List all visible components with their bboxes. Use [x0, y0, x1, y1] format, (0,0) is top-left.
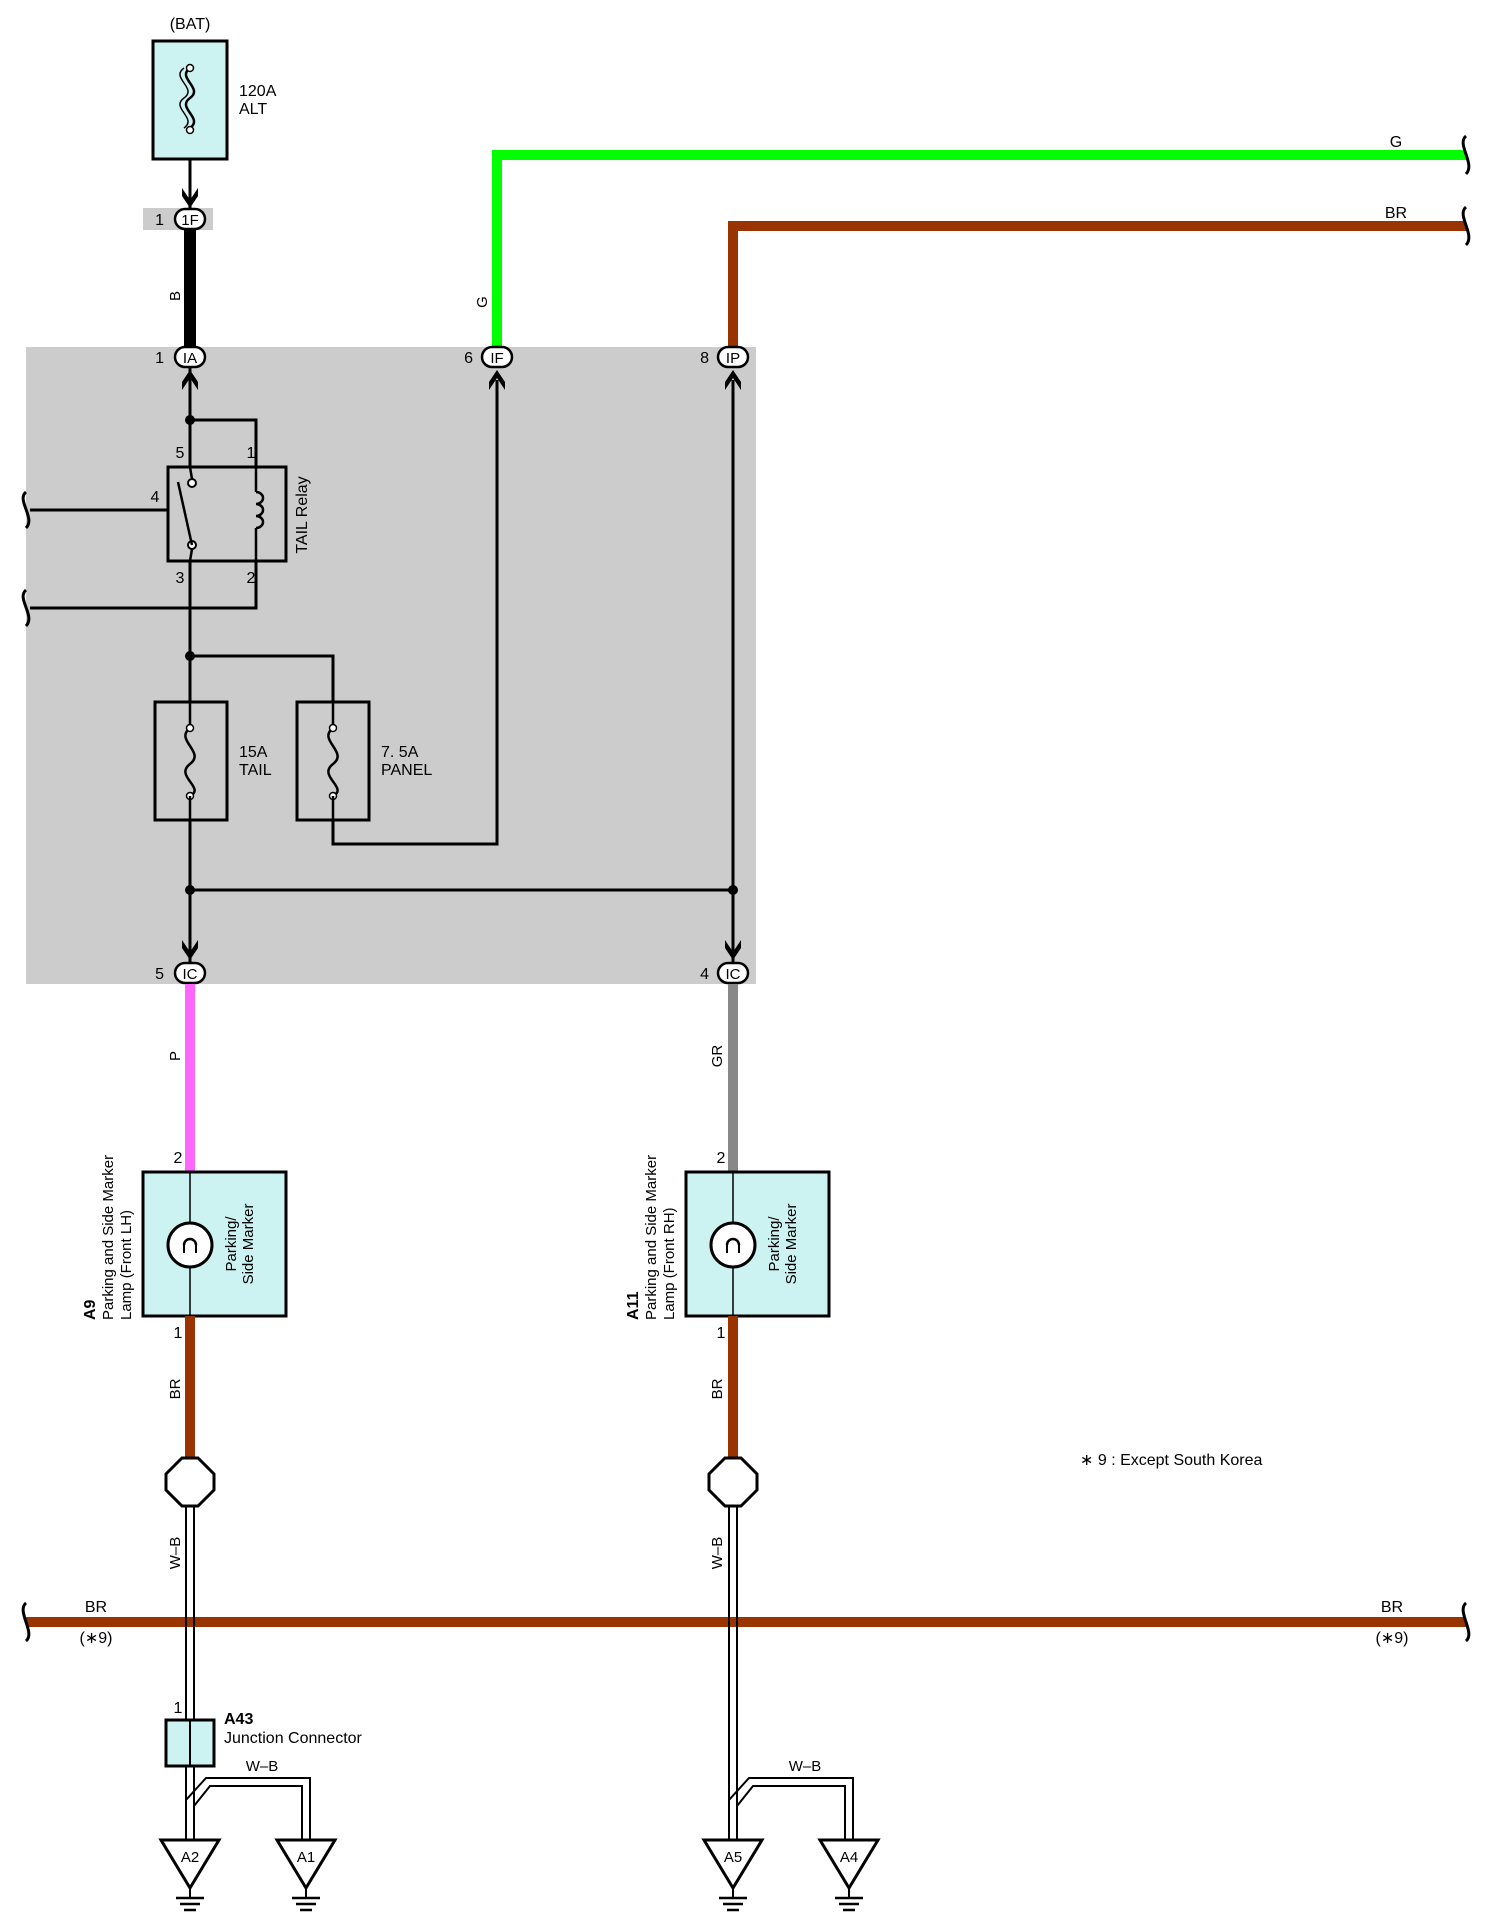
lamp-right-desc2: Lamp (Front RH) [661, 1207, 678, 1320]
lamp-left-pin-top: 2 [174, 1150, 183, 1167]
ground-icon: A2 [158, 1838, 222, 1912]
connector-ia-pin: 1 [155, 350, 164, 367]
lamp-right-pin-bottom: 1 [717, 1325, 726, 1342]
connector-ic-left-pin: 5 [155, 966, 164, 983]
wire-break-icon [1461, 134, 1471, 176]
bulb-icon [709, 1221, 757, 1269]
relay-pin-2: 2 [247, 570, 256, 587]
wire-label-g-top: G [1390, 134, 1402, 151]
panel-fuse-name: PANEL [381, 762, 432, 779]
wire-g [492, 150, 1466, 347]
svg-text:IF: IF [490, 350, 503, 367]
splice-point-left [164, 1456, 216, 1508]
connector-if: IF [480, 345, 514, 369]
svg-text:A2: A2 [181, 1849, 199, 1866]
wire-label-g: G [474, 296, 491, 308]
svg-text:A1: A1 [297, 1849, 315, 1866]
lamp-right-inner-line1: Parking/ [766, 1216, 783, 1272]
ground-icon: A5 [701, 1838, 765, 1912]
arrow-up-icon [489, 370, 505, 390]
splice-point-right [707, 1456, 759, 1508]
lamp-left-inner-line2: Side Marker [240, 1204, 257, 1285]
wire-label-br-lamp-right: BR [709, 1378, 726, 1399]
lamp-left-inner-line1: Parking/ [223, 1216, 240, 1272]
lamp-right-id: A11 [625, 1291, 642, 1320]
ground-icon: A4 [817, 1838, 881, 1912]
lamp-left-desc1: Parking and Side Marker [100, 1155, 117, 1320]
wire-label-p: P [167, 1051, 184, 1061]
wire-label-wb-right: W–B [709, 1537, 726, 1570]
connector-ic-left: IC [173, 961, 207, 985]
wire-label-wb-left: W–B [167, 1537, 184, 1570]
alt-fuse-amp: 120A [239, 83, 277, 100]
wire-break-icon [21, 588, 31, 628]
svg-text:IP: IP [726, 350, 740, 367]
relay-name: TAIL Relay [294, 476, 311, 553]
bus-note-right: (∗9) [1376, 1630, 1409, 1647]
bus-note-left: (∗9) [80, 1630, 113, 1647]
svg-text:A4: A4 [840, 1849, 858, 1866]
svg-text:IC: IC [183, 966, 198, 983]
wire-break-icon [1461, 1601, 1471, 1643]
ground-icon: A1 [274, 1838, 338, 1912]
wire-wb-right [728, 1500, 738, 1850]
svg-text:IA: IA [183, 350, 197, 367]
arrow-down-icon [182, 940, 198, 960]
wire-br-top [728, 221, 1466, 347]
connector-ic-right-pin: 4 [700, 966, 709, 983]
wire-label-br-lamp-left: BR [167, 1378, 184, 1399]
wire-label-br-top: BR [1385, 205, 1407, 222]
footnote: ∗ 9 : Except South Korea [1080, 1452, 1263, 1469]
svg-text:A5: A5 [724, 1849, 742, 1866]
lamp-right-desc1: Parking and Side Marker [643, 1155, 660, 1320]
lamp-right-pin-top: 2 [717, 1150, 726, 1167]
lamp-left-pin-bottom: 1 [174, 1325, 183, 1342]
wire-label-br-bus-left: BR [85, 1599, 107, 1616]
tail-relay [166, 465, 288, 563]
relay-pin-4: 4 [151, 489, 160, 506]
arrow-up-icon [725, 370, 741, 390]
connector-ip: IP [716, 345, 750, 369]
relay-pin-1: 1 [247, 445, 256, 462]
lamp-right [684, 1170, 831, 1318]
wire-label-gr: GR [709, 1045, 726, 1068]
junction-pin: 1 [174, 1700, 183, 1717]
wire-break-icon [21, 490, 31, 530]
bulb-icon [166, 1221, 214, 1269]
lamp-left [141, 1170, 288, 1318]
panel-fuse-amp: 7. 5A [381, 744, 419, 761]
svg-text:IC: IC [726, 966, 741, 983]
wire-break-icon [1461, 205, 1471, 247]
connector-if-pin: 6 [464, 350, 473, 367]
arrow-down-icon [182, 188, 198, 208]
wire-label-wb-ground-left: W–B [246, 1758, 279, 1775]
connector-1f-pin: 1 [155, 212, 164, 229]
junction-id: A43 [224, 1711, 253, 1728]
tail-fuse-amp: 15A [239, 744, 268, 761]
lamp-right-inner-line2: Side Marker [783, 1204, 800, 1285]
connector-ic-right: IC [716, 961, 750, 985]
battery-label: (BAT) [170, 16, 211, 33]
wire-label-br-bus-right: BR [1381, 1599, 1403, 1616]
lamp-left-desc2: Lamp (Front LH) [118, 1210, 135, 1320]
junction-block [26, 347, 756, 984]
connector-ia: IA [173, 345, 207, 369]
connector-ip-pin: 8 [700, 350, 709, 367]
svg-text:1F: 1F [181, 212, 199, 229]
alt-fuse [151, 39, 229, 161]
relay-pin-3: 3 [176, 570, 185, 587]
connector-1f: 1F [173, 207, 207, 231]
junction-name: Junction Connector [224, 1730, 363, 1747]
tail-fuse-name: TAIL [239, 762, 272, 779]
wire-label-wb-ground-right: W–B [789, 1758, 822, 1775]
wire-break-icon [21, 1601, 31, 1643]
lamp-left-id: A9 [82, 1299, 99, 1320]
relay-pin-5: 5 [176, 445, 185, 462]
arrow-down-icon [725, 940, 741, 960]
wire-label-b: B [167, 291, 184, 301]
alt-fuse-name: ALT [239, 101, 267, 118]
